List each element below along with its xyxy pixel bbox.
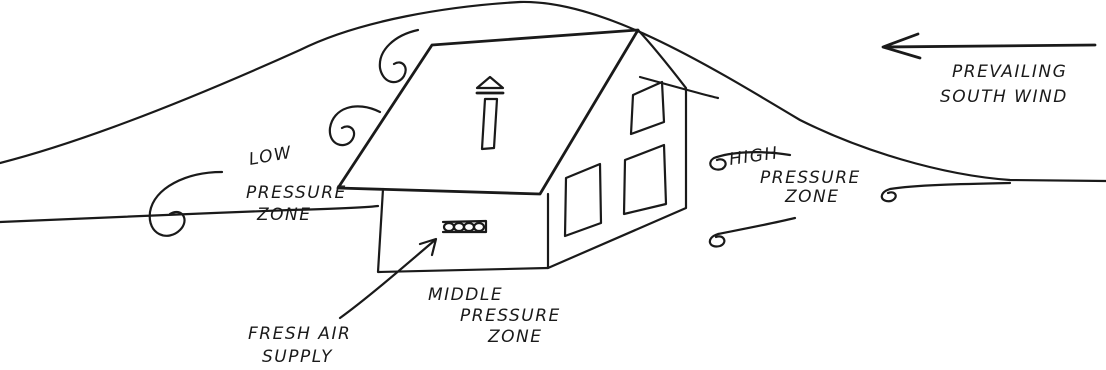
low-pressure-label-line1: LOW	[247, 143, 293, 170]
swirl-right-lower	[710, 218, 795, 247]
low-pressure-label-line3: ZONE	[256, 205, 312, 225]
lower-flow-line	[0, 206, 378, 222]
lower-left-window	[565, 164, 601, 236]
middle-pressure-label-line2: PRESSURE	[460, 306, 561, 326]
high-pressure-label-line2: PRESSURE	[760, 168, 861, 188]
low-pressure-label-line2: PRESSURE	[246, 183, 347, 203]
middle-pressure-label-line1: MIDDLE	[428, 285, 503, 305]
wind-arrow-shaft	[885, 45, 1095, 47]
roof-vent-cap	[477, 77, 503, 88]
high-pressure-label-line1: HIGH	[728, 143, 780, 170]
swirl-left-middle	[330, 106, 380, 145]
swirl-right-middle	[882, 183, 1010, 201]
house	[338, 30, 686, 272]
wind-label-line2: SOUTH WIND	[940, 87, 1068, 107]
wind-arrow	[883, 34, 1095, 58]
upper-window	[631, 82, 664, 134]
fresh-air-arrow-shaft	[340, 240, 435, 318]
fresh-air-intake	[443, 221, 486, 232]
fresh-air-label-line2: SUPPLY	[262, 347, 333, 367]
fresh-air-label-line1: FRESH AIR	[248, 324, 351, 344]
wind-label-line1: PREVAILING	[952, 62, 1067, 82]
high-pressure-label-line3: ZONE	[784, 187, 840, 207]
swirl-left-lower	[150, 172, 222, 236]
roof-vent-pipe	[482, 99, 497, 149]
middle-pressure-label-line3: ZONE	[487, 327, 543, 347]
fresh-air-arrow	[340, 239, 436, 318]
lower-right-window	[624, 145, 666, 214]
